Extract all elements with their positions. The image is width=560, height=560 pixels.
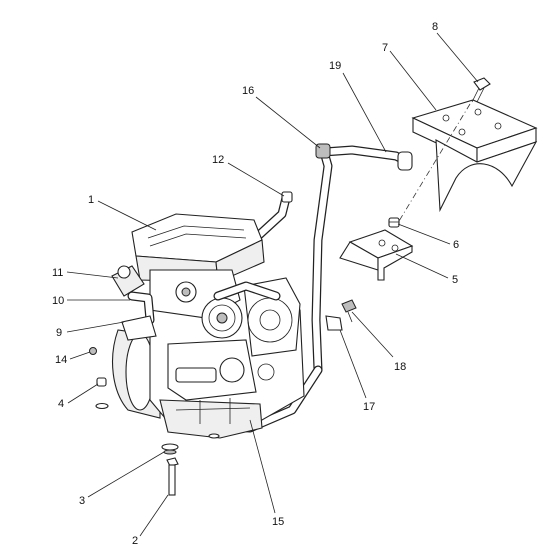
nut xyxy=(388,217,400,228)
callout-8: 8 xyxy=(432,21,438,33)
callout-9: 9 xyxy=(56,327,62,339)
callout-14: 14 xyxy=(55,354,67,366)
leader-lines xyxy=(66,32,479,537)
small-parts xyxy=(89,347,220,496)
fitting xyxy=(341,299,357,323)
mounting-plate xyxy=(411,99,538,213)
callout-10: 10 xyxy=(52,295,64,307)
callout-19: 19 xyxy=(329,60,341,72)
engine xyxy=(111,213,305,439)
callout-3: 3 xyxy=(79,495,85,507)
callout-16: 16 xyxy=(242,85,254,97)
callout-11: 11 xyxy=(52,267,63,279)
callout-labels: 1 2 3 4 5 6 7 8 9 10 11 12 14 15 16 17 1… xyxy=(52,21,459,547)
callout-18: 18 xyxy=(394,361,406,373)
callout-6: 6 xyxy=(453,239,459,251)
callout-4: 4 xyxy=(58,398,64,410)
assembly-axis-line xyxy=(395,103,471,227)
callout-12: 12 xyxy=(212,154,224,166)
callout-7: 7 xyxy=(382,42,388,54)
callout-1: 1 xyxy=(88,194,94,206)
callout-2: 2 xyxy=(132,535,138,547)
callout-5: 5 xyxy=(452,274,458,286)
bracket xyxy=(339,229,414,281)
callout-15: 15 xyxy=(272,516,284,528)
bolt xyxy=(471,77,491,103)
callout-17: 17 xyxy=(363,401,375,413)
